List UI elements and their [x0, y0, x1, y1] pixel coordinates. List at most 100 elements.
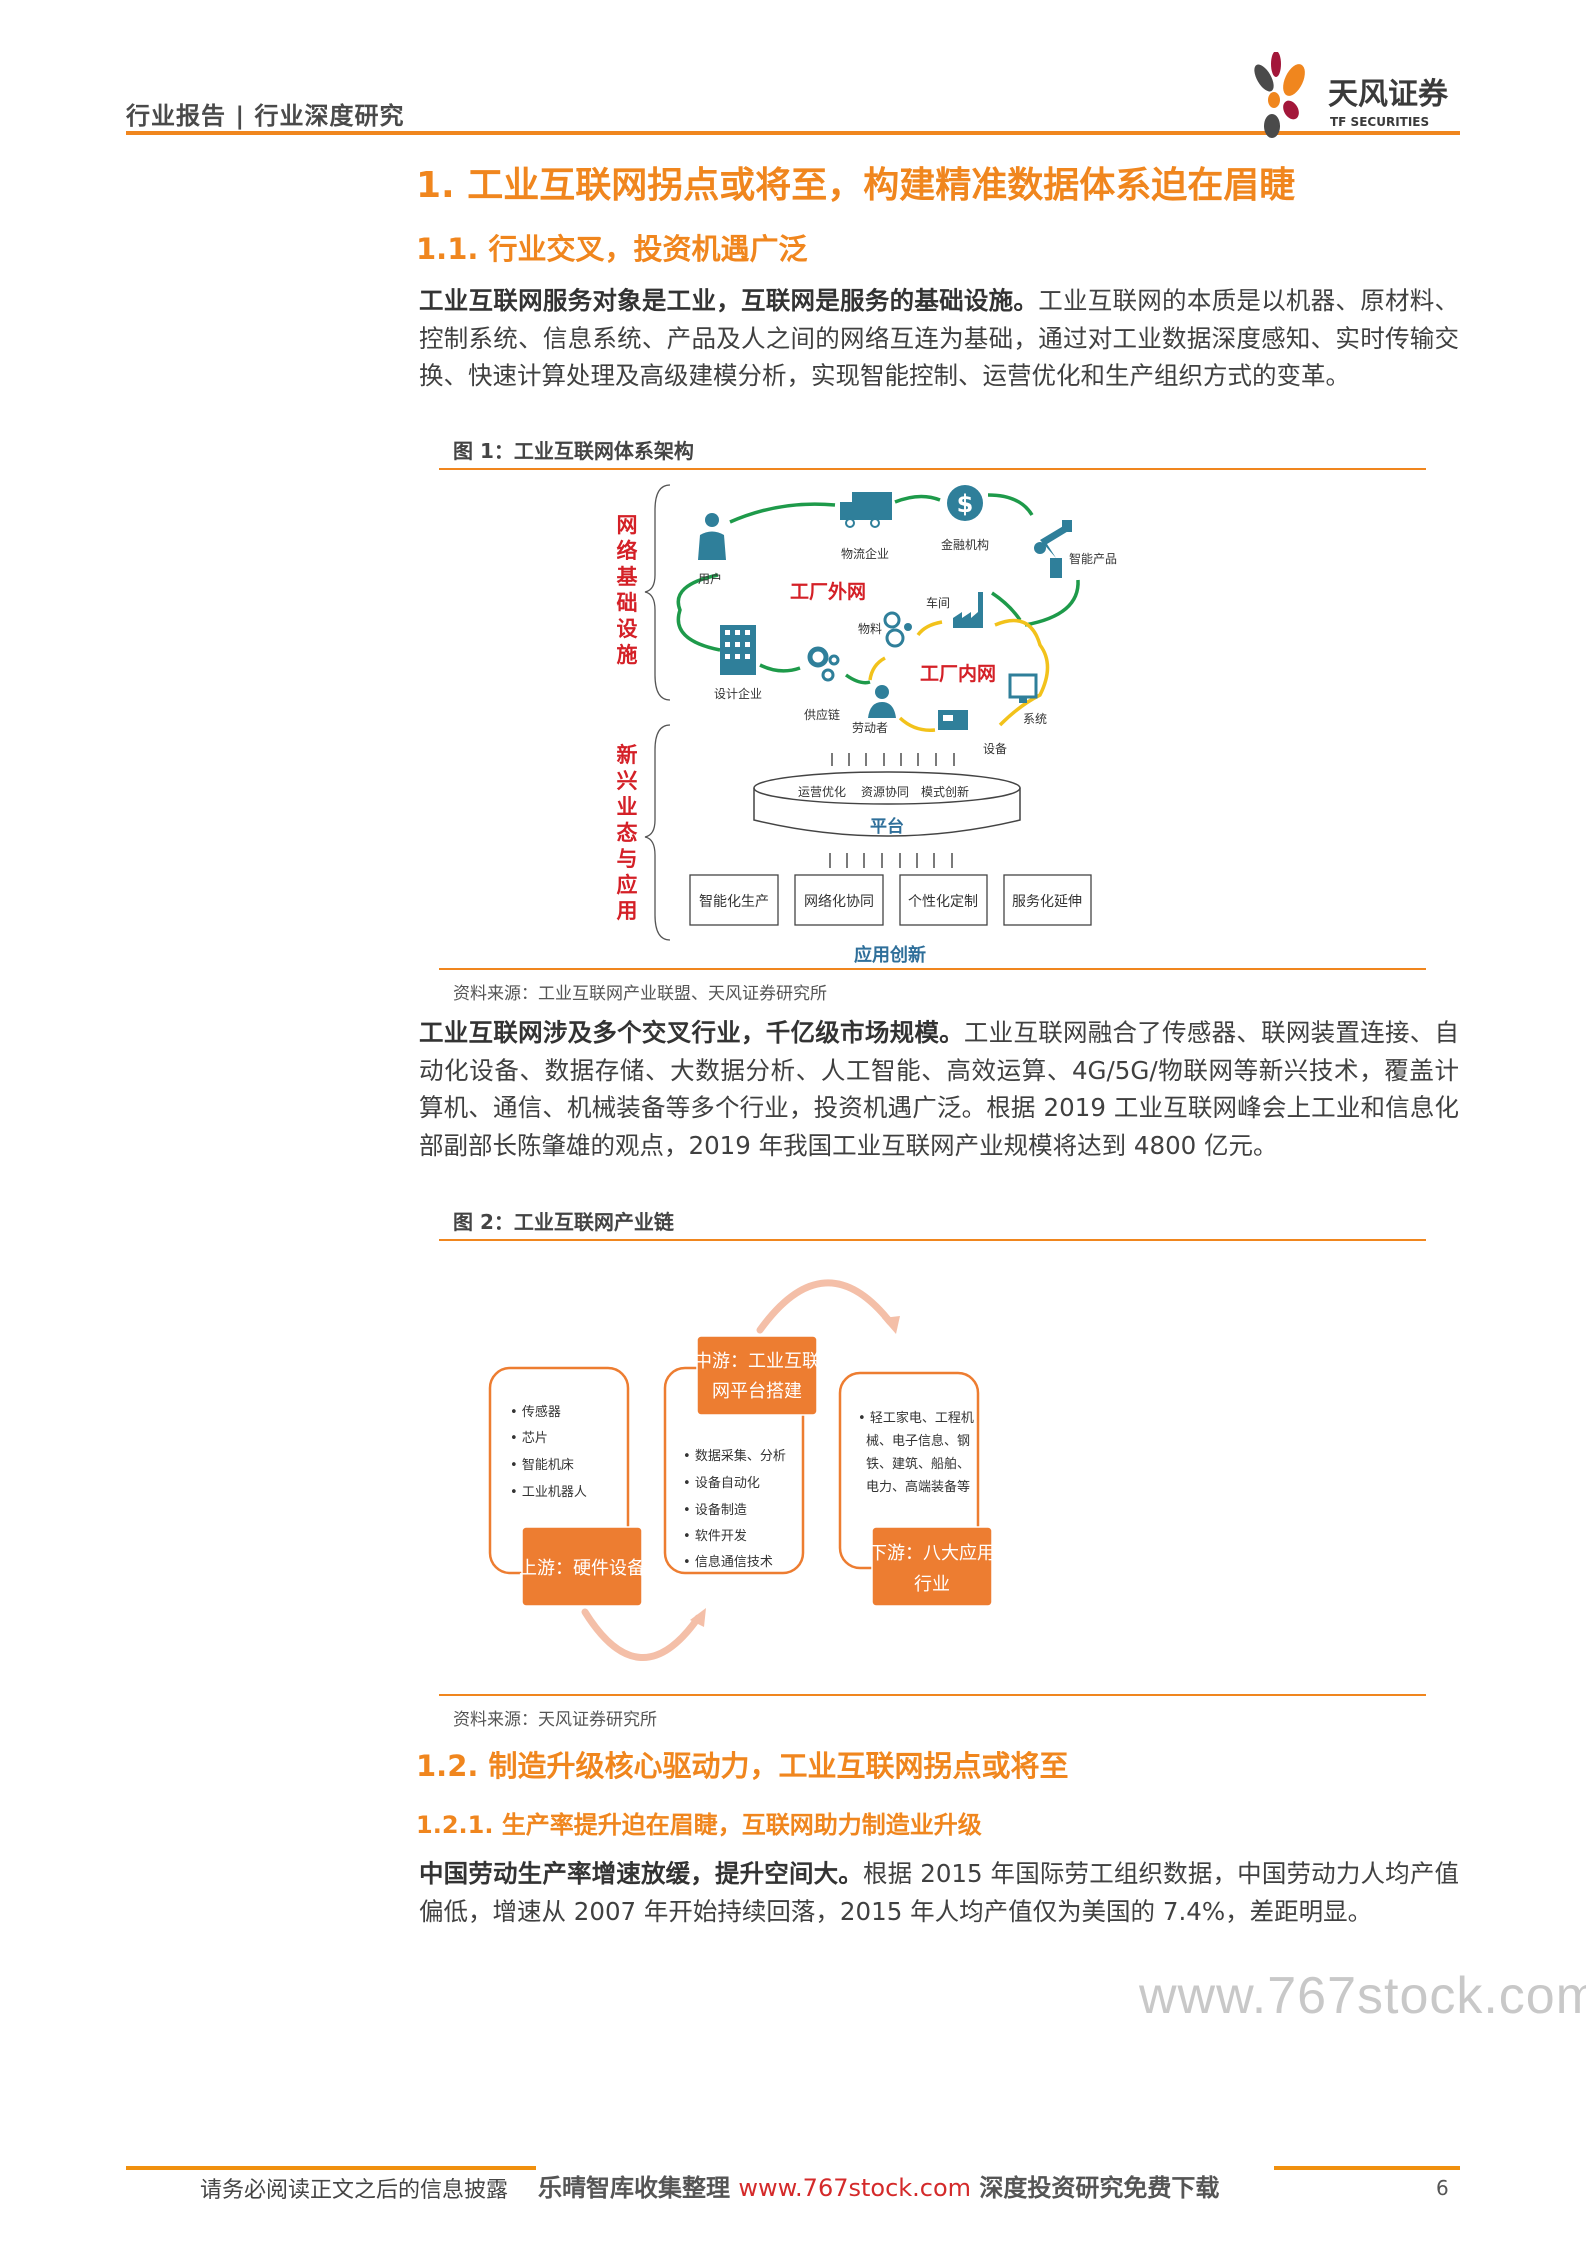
building-icon: [720, 625, 756, 675]
side-label-char: 络: [617, 539, 638, 563]
downstream-title: 下游：八大应用: [869, 1543, 995, 1564]
downstream-item: 械、电子信息、钢: [866, 1433, 970, 1449]
downstream-title: 行业: [914, 1574, 950, 1595]
svg-text:• 芯片: • 芯片: [510, 1431, 548, 1446]
downstream-item: 轻工家电、工程机: [870, 1410, 974, 1426]
figure-1-bottom-rule: [439, 968, 1426, 970]
side-label-char: 网: [617, 513, 638, 537]
tf-securities-logo: 天风证券 TF SECURITIES: [1246, 51, 1460, 138]
footer-banner-link[interactable]: www.767stock.com: [738, 2174, 972, 2202]
paragraph-3: 中国劳动生产率增速放缓，提升空间大。根据 2015 年国际劳工组织数据，中国劳动…: [419, 1855, 1459, 1930]
platform-cylinder: [753, 771, 1021, 837]
node-user: 用户: [698, 571, 722, 586]
header-divider: [126, 131, 1460, 135]
platform-label: 平台: [870, 816, 904, 837]
footer-banner-suffix: 深度投资研究免费下载: [971, 2174, 1220, 2202]
dollar-icon: $: [947, 485, 983, 521]
paragraph-1-lead: 工业互联网服务对象是工业，互联网是服务的基础设施。: [419, 286, 1039, 315]
platform-item: 资源协同: [861, 784, 909, 799]
app-innovation-label: 应用创新: [854, 944, 926, 966]
app-box-label: 服务化延伸: [1012, 894, 1082, 910]
figure-2-industry-chain-diagram: 上游：硬件设备 中游：工业互联 网平台搭建 下游：八大应用 行业 • 传感器 •…: [488, 1279, 995, 1661]
node-design: 设计企业: [714, 686, 762, 701]
svg-text:• 设备自动化: • 设备自动化: [683, 1475, 760, 1491]
node-worker: 劳动者: [852, 721, 888, 735]
svg-text:• 工业机器人: • 工业机器人: [510, 1485, 587, 1500]
upstream-item: 智能机床: [522, 1458, 574, 1473]
midstream-item: 软件开发: [695, 1528, 747, 1544]
brace-top: [644, 484, 671, 701]
figure-2-caption: 图 2：工业互联网产业链: [453, 1210, 674, 1234]
node-smart-product: 智能产品: [1069, 551, 1117, 566]
heading-1-2-1: 1.2.1. 生产率提升迫在眉睫，互联网助力制造业升级: [416, 1811, 982, 1839]
side-label-char: 施: [617, 643, 638, 667]
footer-banner: 乐晴智库收集整理 www.767stock.com 深度投资研究免费下载: [538, 2168, 1219, 2203]
downstream-item: 铁、建筑、船舶、: [866, 1456, 970, 1472]
side-label-char: 与: [617, 847, 638, 871]
svg-text:• 软件开发: • 软件开发: [683, 1528, 747, 1544]
svg-text:• 智能机床: • 智能机床: [510, 1458, 574, 1473]
side-label-char: 新: [617, 743, 638, 767]
side-label-char: 设: [617, 617, 638, 641]
robot-arm-icon: [1034, 520, 1072, 578]
footer-rule-left: [126, 2166, 536, 2170]
upstream-item: 工业机器人: [522, 1485, 587, 1500]
app-box-label: 智能化生产: [699, 894, 769, 910]
app-box-label: 网络化协同: [804, 894, 874, 910]
factory-icon: [953, 592, 983, 628]
report-type-header: 行业报告 | 行业深度研究: [126, 102, 405, 130]
side-label-char: 兴: [617, 769, 638, 793]
side-label-char: 础: [617, 591, 638, 615]
material-gear-icon: [883, 611, 912, 648]
truck-icon: [840, 492, 892, 528]
brace-bottom: [644, 724, 671, 941]
downstream-title-box: [871, 1526, 993, 1607]
heading-1-1: 1.1. 行业交叉，投资机遇广泛: [416, 232, 808, 266]
node-logistics: 物流企业: [841, 546, 889, 561]
footer-disclaimer: 请务必阅读正文之后的信息披露: [200, 2178, 509, 2203]
machine-icon: [938, 710, 968, 730]
svg-text:• 数据采集、分析: • 数据采集、分析: [683, 1448, 786, 1464]
user-icon: [698, 513, 726, 560]
page-number: 6: [1436, 2176, 1449, 2200]
node-workshop: 车间: [926, 595, 950, 610]
logo-cn: 天风证券: [1328, 77, 1449, 112]
side-label-char: 用: [617, 899, 638, 923]
figure-1-source: 资料来源：工业互联网产业联盟、天风证券研究所: [453, 984, 827, 1004]
monitor-icon: [1008, 673, 1038, 703]
inner-network-loop: [868, 618, 1050, 732]
heading-1: 1. 工业互联网拐点或将至，构建精准数据体系迫在眉睫: [416, 165, 1296, 206]
logo-en: TF SECURITIES: [1330, 115, 1429, 129]
paragraph-2-lead: 工业互联网涉及多个交叉行业，千亿级市场规模。: [419, 1018, 964, 1047]
midstream-item: 信息通信技术: [695, 1554, 773, 1570]
down-arrows-top: [831, 753, 955, 766]
side-label-char: 态: [617, 821, 638, 845]
node-system: 系统: [1023, 712, 1047, 726]
midstream-item: 数据采集、分析: [695, 1448, 786, 1464]
gears-icon: [807, 646, 840, 682]
svg-text:• 设备制造: • 设备制造: [683, 1502, 747, 1518]
midstream-item: 设备自动化: [695, 1475, 760, 1491]
paragraph-2: 工业互联网涉及多个交叉行业，千亿级市场规模。工业互联网融合了传感器、联网装置连接…: [419, 1014, 1459, 1164]
upstream-title: 上游：硬件设备: [519, 1558, 645, 1579]
worker-icon: [868, 685, 896, 718]
midstream-title-box: [696, 1335, 818, 1416]
side-label-char: 应: [617, 873, 638, 897]
figure-1-caption: 图 1：工业互联网体系架构: [453, 439, 694, 463]
cycle-arrows: [581, 1279, 894, 1661]
figure-2-top-rule: [439, 1239, 1426, 1241]
paragraph-2-body: 工业互联网融合了传感器、联网装置连接、自动化设备、数据存储、大数据分析、人工智能…: [419, 1018, 1460, 1160]
svg-text:• 轻工家电、工程机: • 轻工家电、工程机: [858, 1410, 974, 1426]
side-label-char: 业: [617, 795, 638, 819]
figure-2-source: 资料来源：天风证券研究所: [453, 1710, 657, 1730]
svg-text:$: $: [957, 490, 974, 518]
app-box-label: 个性化定制: [908, 894, 978, 910]
outer-network-loop: [676, 493, 1080, 685]
platform-item: 模式创新: [921, 784, 969, 799]
app-boxes: [689, 874, 1092, 926]
footer-rule-right: [1274, 2166, 1460, 2170]
inner-net-label: 工厂内网: [920, 662, 996, 685]
upstream-item: 传感器: [522, 1404, 561, 1420]
midstream-item: 设备制造: [695, 1502, 747, 1518]
outer-net-label: 工厂外网: [790, 580, 866, 603]
